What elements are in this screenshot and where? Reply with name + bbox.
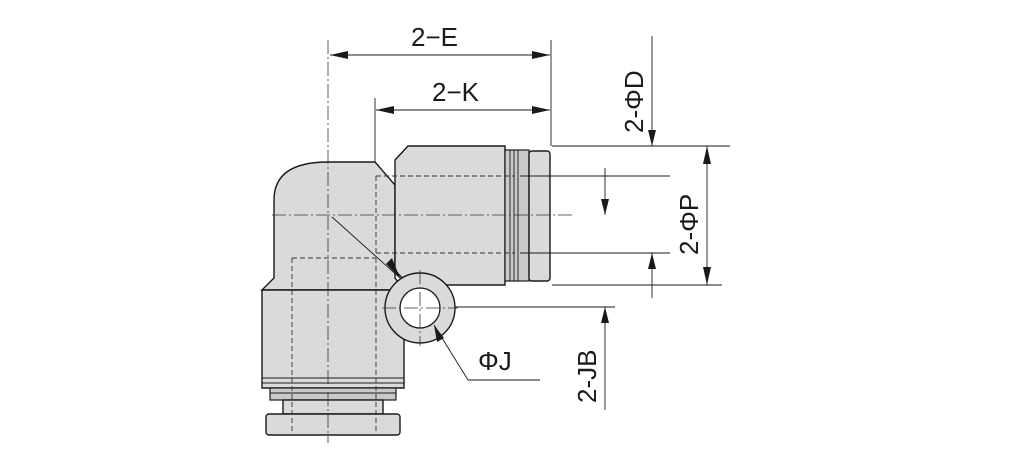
vertical-ring-neck: [269, 387, 397, 401]
label-2p: 2-ΦP: [674, 194, 704, 255]
label-2jb: 2-JB: [572, 350, 602, 403]
center-lines: [272, 40, 575, 443]
extension-lines: [374, 40, 730, 308]
horizontal-release-ring: [528, 150, 551, 282]
label-2e: 2−E: [411, 22, 458, 52]
label-2k: 2−K: [432, 77, 480, 107]
hidden-lines: [291, 175, 515, 433]
fitting-body: [260, 145, 551, 436]
dimension-2e: [330, 51, 550, 59]
label-2d: 2-ΦD: [619, 70, 649, 133]
vertical-release-ring-cap: [265, 413, 401, 436]
dimension-2p: [703, 146, 711, 285]
dimension-2d: [648, 36, 656, 298]
horizontal-ring-neck: [504, 149, 530, 282]
dimension-2jb: [601, 168, 609, 410]
vertical-release-ring: [282, 399, 384, 415]
horizontal-socket: [394, 145, 506, 286]
dimension-j: [331, 216, 540, 381]
elbow-body: [260, 161, 406, 291]
dimension-2k: [376, 106, 550, 114]
label-j: ΦJ: [478, 346, 512, 376]
vertical-socket: [261, 289, 405, 389]
